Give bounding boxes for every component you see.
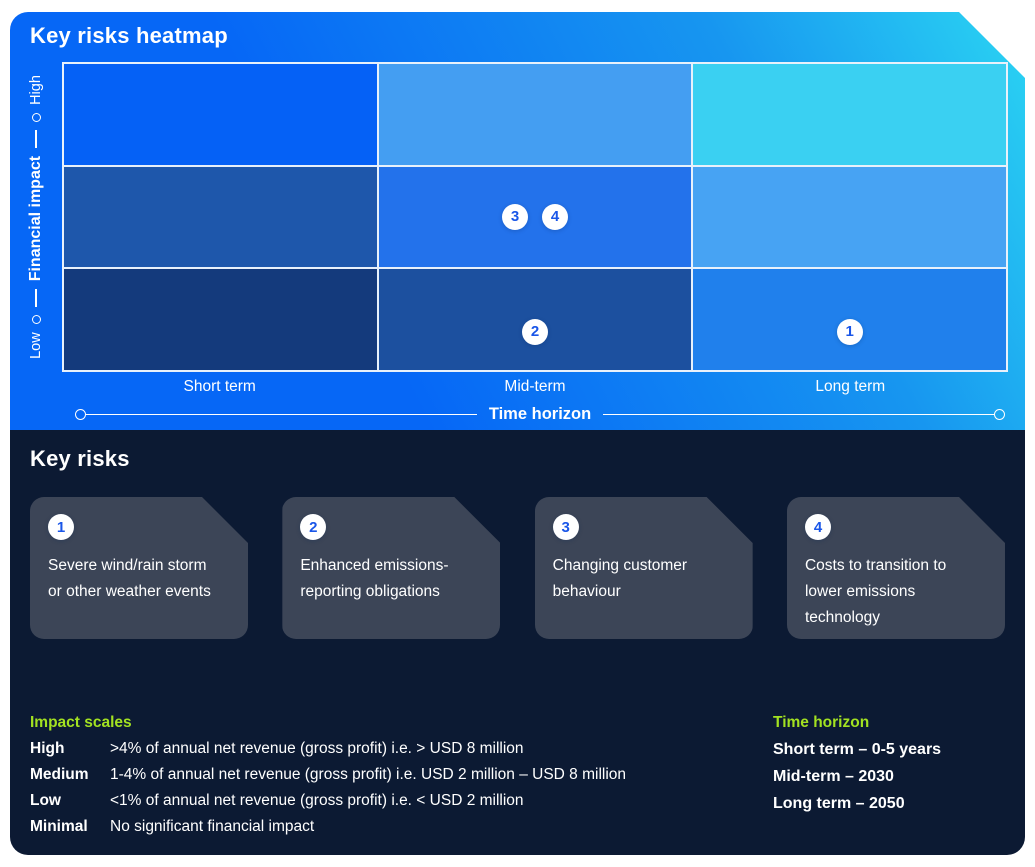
heatmap-cell-low-short: [64, 269, 377, 370]
axis-endpoint-circle-icon: [75, 409, 86, 420]
heatmap-cell-low-mid: 2: [379, 269, 692, 370]
risk-number-badge: 4: [805, 514, 831, 540]
x-axis-label-long-term: Long term: [815, 378, 886, 395]
heatmap-chart: Low Financial impact High: [10, 62, 1008, 372]
axis-dash-icon: [35, 289, 37, 307]
risk-card-text: Severe wind/rain storm or other weather …: [48, 557, 211, 600]
heatmap-cell-high-mid: [379, 64, 692, 165]
time-horizon-row-short: Short term – 0-5 years: [773, 741, 942, 758]
x-axis-title: Time horizon: [488, 405, 592, 423]
infographic-card: Key risks heatmap Low Financial impact H…: [10, 12, 1025, 855]
impact-scale-label: Minimal: [30, 818, 88, 835]
impact-scale-text: >4% of annual net revenue (gross profit)…: [110, 740, 524, 757]
key-risks-panel: Key risks 1 Severe wind/rain storm or ot…: [10, 430, 1025, 855]
risk-number-badge: 2: [300, 514, 326, 540]
marker-group: 2: [379, 281, 692, 382]
impact-scale-label: Medium: [30, 766, 89, 783]
x-axis-label-short-term: Short term: [183, 378, 256, 395]
impact-scale-label: Low: [30, 792, 61, 809]
risk-card-2: 2 Enhanced emissions-reporting obligatio…: [282, 497, 500, 639]
impact-scale-label: High: [30, 740, 65, 757]
y-axis-title: Financial impact: [27, 155, 44, 282]
impact-scale-text: <1% of annual net revenue (gross profit)…: [110, 792, 524, 809]
y-axis-inner: Low Financial impact High: [16, 62, 56, 372]
heatmap-panel: Key risks heatmap Low Financial impact H…: [10, 12, 1025, 430]
risk-marker-1: 1: [837, 319, 863, 345]
risk-card-text: Changing customer behaviour: [552, 557, 688, 600]
legends-row: Impact scales High >4% of annual net rev…: [30, 710, 1005, 840]
time-horizon-row-long: Long term – 2050: [773, 795, 905, 812]
impact-scales-title: Impact scales: [30, 714, 132, 731]
impact-scale-row-medium: Medium 1-4% of annual net revenue (gross…: [30, 762, 626, 788]
axis-line: [86, 414, 477, 416]
impact-scale-row-minimal: Minimal No significant financial impact: [30, 814, 626, 840]
risk-cards-row: 1 Severe wind/rain storm or other weathe…: [30, 497, 1005, 639]
impact-scale-row-low: Low <1% of annual net revenue (gross pro…: [30, 788, 626, 814]
risk-card-1: 1 Severe wind/rain storm or other weathe…: [30, 497, 248, 639]
x-axis-label-mid-term: Mid-term: [504, 378, 566, 395]
risk-marker-2: 2: [522, 319, 548, 345]
marker-group: 1: [693, 281, 1006, 382]
risk-card-3: 3 Changing customer behaviour: [535, 497, 753, 639]
risk-card-inner: 4 Costs to transition to lower emissions…: [787, 497, 1005, 639]
heatmap-cell-high-long: [693, 64, 1006, 165]
y-axis-max-label: High: [28, 75, 44, 105]
heatmap-cell-low-long: 1: [693, 269, 1006, 370]
x-axis-category-labels: Short term Mid-term Long term: [62, 372, 1008, 396]
y-axis: Low Financial impact High: [10, 62, 62, 372]
risk-marker-4: 4: [542, 204, 568, 230]
marker-group: 3 4: [379, 167, 692, 268]
risk-card-inner: 2 Enhanced emissions-reporting obligatio…: [282, 497, 500, 639]
heatmap-cell-medium-long: [693, 167, 1006, 268]
axis-dash-icon: [35, 130, 37, 148]
impact-scales-legend: Impact scales High >4% of annual net rev…: [30, 710, 626, 840]
risk-card-inner: 1 Severe wind/rain storm or other weathe…: [30, 497, 248, 639]
axis-endpoint-circle-icon: [32, 315, 41, 324]
impact-scale-row-high: High >4% of annual net revenue (gross pr…: [30, 736, 626, 762]
heatmap-title: Key risks heatmap: [30, 23, 228, 48]
risk-number-badge: 3: [553, 514, 579, 540]
risk-card-4: 4 Costs to transition to lower emissions…: [787, 497, 1005, 639]
time-horizon-legend-title: Time horizon: [773, 714, 870, 731]
heatmap-cell-high-short: [64, 64, 377, 165]
impact-scale-text: No significant financial impact: [110, 818, 315, 835]
risk-card-text: Costs to transition to lower emissions t…: [804, 557, 947, 626]
axis-endpoint-circle-icon: [32, 113, 41, 122]
y-axis-min-label: Low: [28, 332, 44, 359]
risk-card-text: Enhanced emissions-reporting obligations: [300, 557, 449, 600]
heatmap-cell-medium-short: [64, 167, 377, 268]
time-horizon-row-mid: Mid-term – 2030: [773, 768, 894, 785]
risk-marker-3: 3: [502, 204, 528, 230]
risk-card-inner: 3 Changing customer behaviour: [535, 497, 753, 639]
heatmap-grid: 3 4 2 1: [62, 62, 1008, 372]
heatmap-cell-medium-mid: 3 4: [379, 167, 692, 268]
axis-line: [603, 414, 994, 416]
impact-scale-text: 1-4% of annual net revenue (gross profit…: [110, 766, 627, 783]
x-axis: Time horizon: [75, 405, 1005, 424]
time-horizon-legend: Time horizon Short term – 0-5 years Mid-…: [773, 710, 1005, 840]
risk-number-badge: 1: [48, 514, 74, 540]
axis-endpoint-circle-icon: [994, 409, 1005, 420]
key-risks-title: Key risks: [30, 446, 130, 471]
